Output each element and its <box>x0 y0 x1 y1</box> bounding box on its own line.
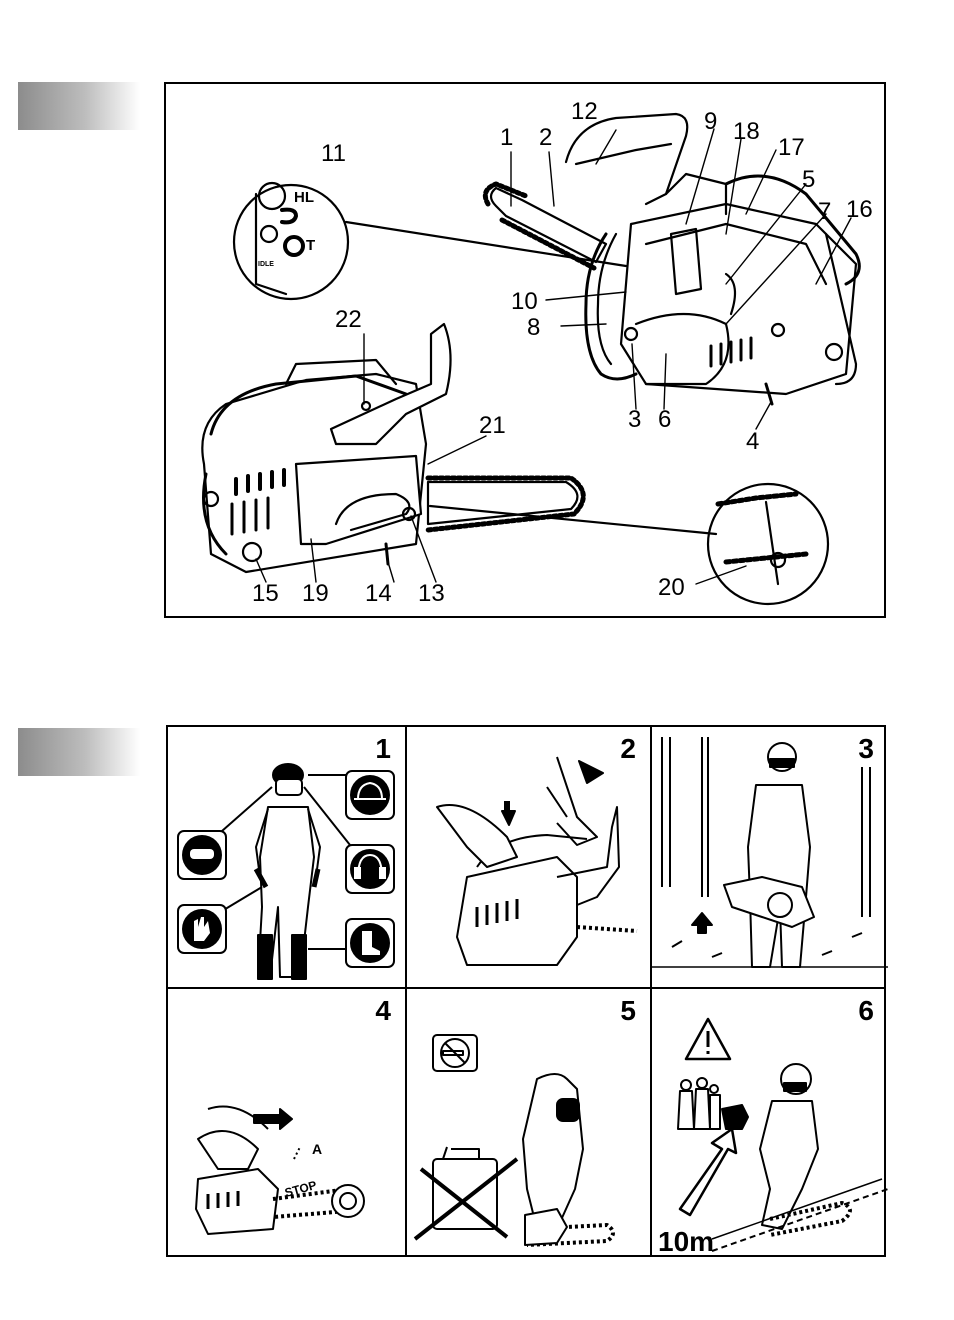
chainsaw-parts-figure: HL T IDLE 1 2 3 4 5 6 7 8 9 10 11 12 13 … <box>164 82 886 618</box>
callout-7: 7 <box>818 200 831 224</box>
callout-12: 12 <box>571 100 598 124</box>
callout-5: 5 <box>802 168 815 192</box>
callout-14: 14 <box>365 582 392 606</box>
t-label: T <box>306 237 315 254</box>
callout-16: 16 <box>846 198 873 222</box>
callout-21: 21 <box>479 414 506 438</box>
callout-11: 11 <box>321 142 346 166</box>
callout-10: 10 <box>511 290 538 314</box>
callout-22: 22 <box>335 308 362 332</box>
distance-label: 10m <box>658 1226 714 1257</box>
callout-18: 18 <box>733 120 760 144</box>
refueling-drawing <box>407 989 650 1259</box>
callout-19: 19 <box>302 582 329 606</box>
label-stop: STOP <box>283 1178 318 1200</box>
callout-4: 4 <box>746 430 759 454</box>
callout-1: 1 <box>500 126 513 150</box>
panel-safe-distance: 6 10m <box>652 989 888 1259</box>
forest-walking-drawing <box>652 727 888 987</box>
panel-chain-brake: 4 A STOP <box>168 989 405 1259</box>
arrow-icon <box>579 761 603 783</box>
label-a: A <box>312 1141 322 1157</box>
idle-label: IDLE <box>258 261 274 268</box>
chain-brake-drawing: A STOP <box>168 989 405 1259</box>
arrow-icon <box>692 913 712 933</box>
callout-9: 9 <box>704 110 717 134</box>
callout-20: 20 <box>658 576 685 600</box>
callout-15: 15 <box>252 582 279 606</box>
chainsaw-drawing: HL T IDLE <box>166 84 888 620</box>
arrow-icon <box>254 1109 292 1129</box>
bystanders-drawing: 10m <box>652 989 888 1259</box>
arrow-icon <box>502 811 515 825</box>
callout-8: 8 <box>527 316 540 340</box>
helmet-icon <box>350 775 390 815</box>
arrow-icon <box>680 1129 736 1215</box>
worker-figure <box>168 727 405 987</box>
panel-no-smoking: 5 <box>407 989 650 1259</box>
callout-3: 3 <box>628 408 641 432</box>
panel-protective-equipment: 1 <box>168 727 405 987</box>
safety-instructions-figure: 1 <box>166 725 886 1257</box>
two-hand-grip-drawing <box>407 727 650 987</box>
section-tab-2 <box>18 728 140 776</box>
callout-17: 17 <box>778 136 805 160</box>
callout-2: 2 <box>539 126 552 150</box>
hl-label: HL <box>294 189 314 206</box>
lower-chainsaw <box>202 324 583 572</box>
callout-13: 13 <box>418 582 445 606</box>
section-tab-1 <box>18 82 140 130</box>
panel-carrying-chainsaw: 3 <box>652 727 888 987</box>
callout-6: 6 <box>658 408 671 432</box>
panel-holding-chainsaw: 2 <box>407 727 650 987</box>
